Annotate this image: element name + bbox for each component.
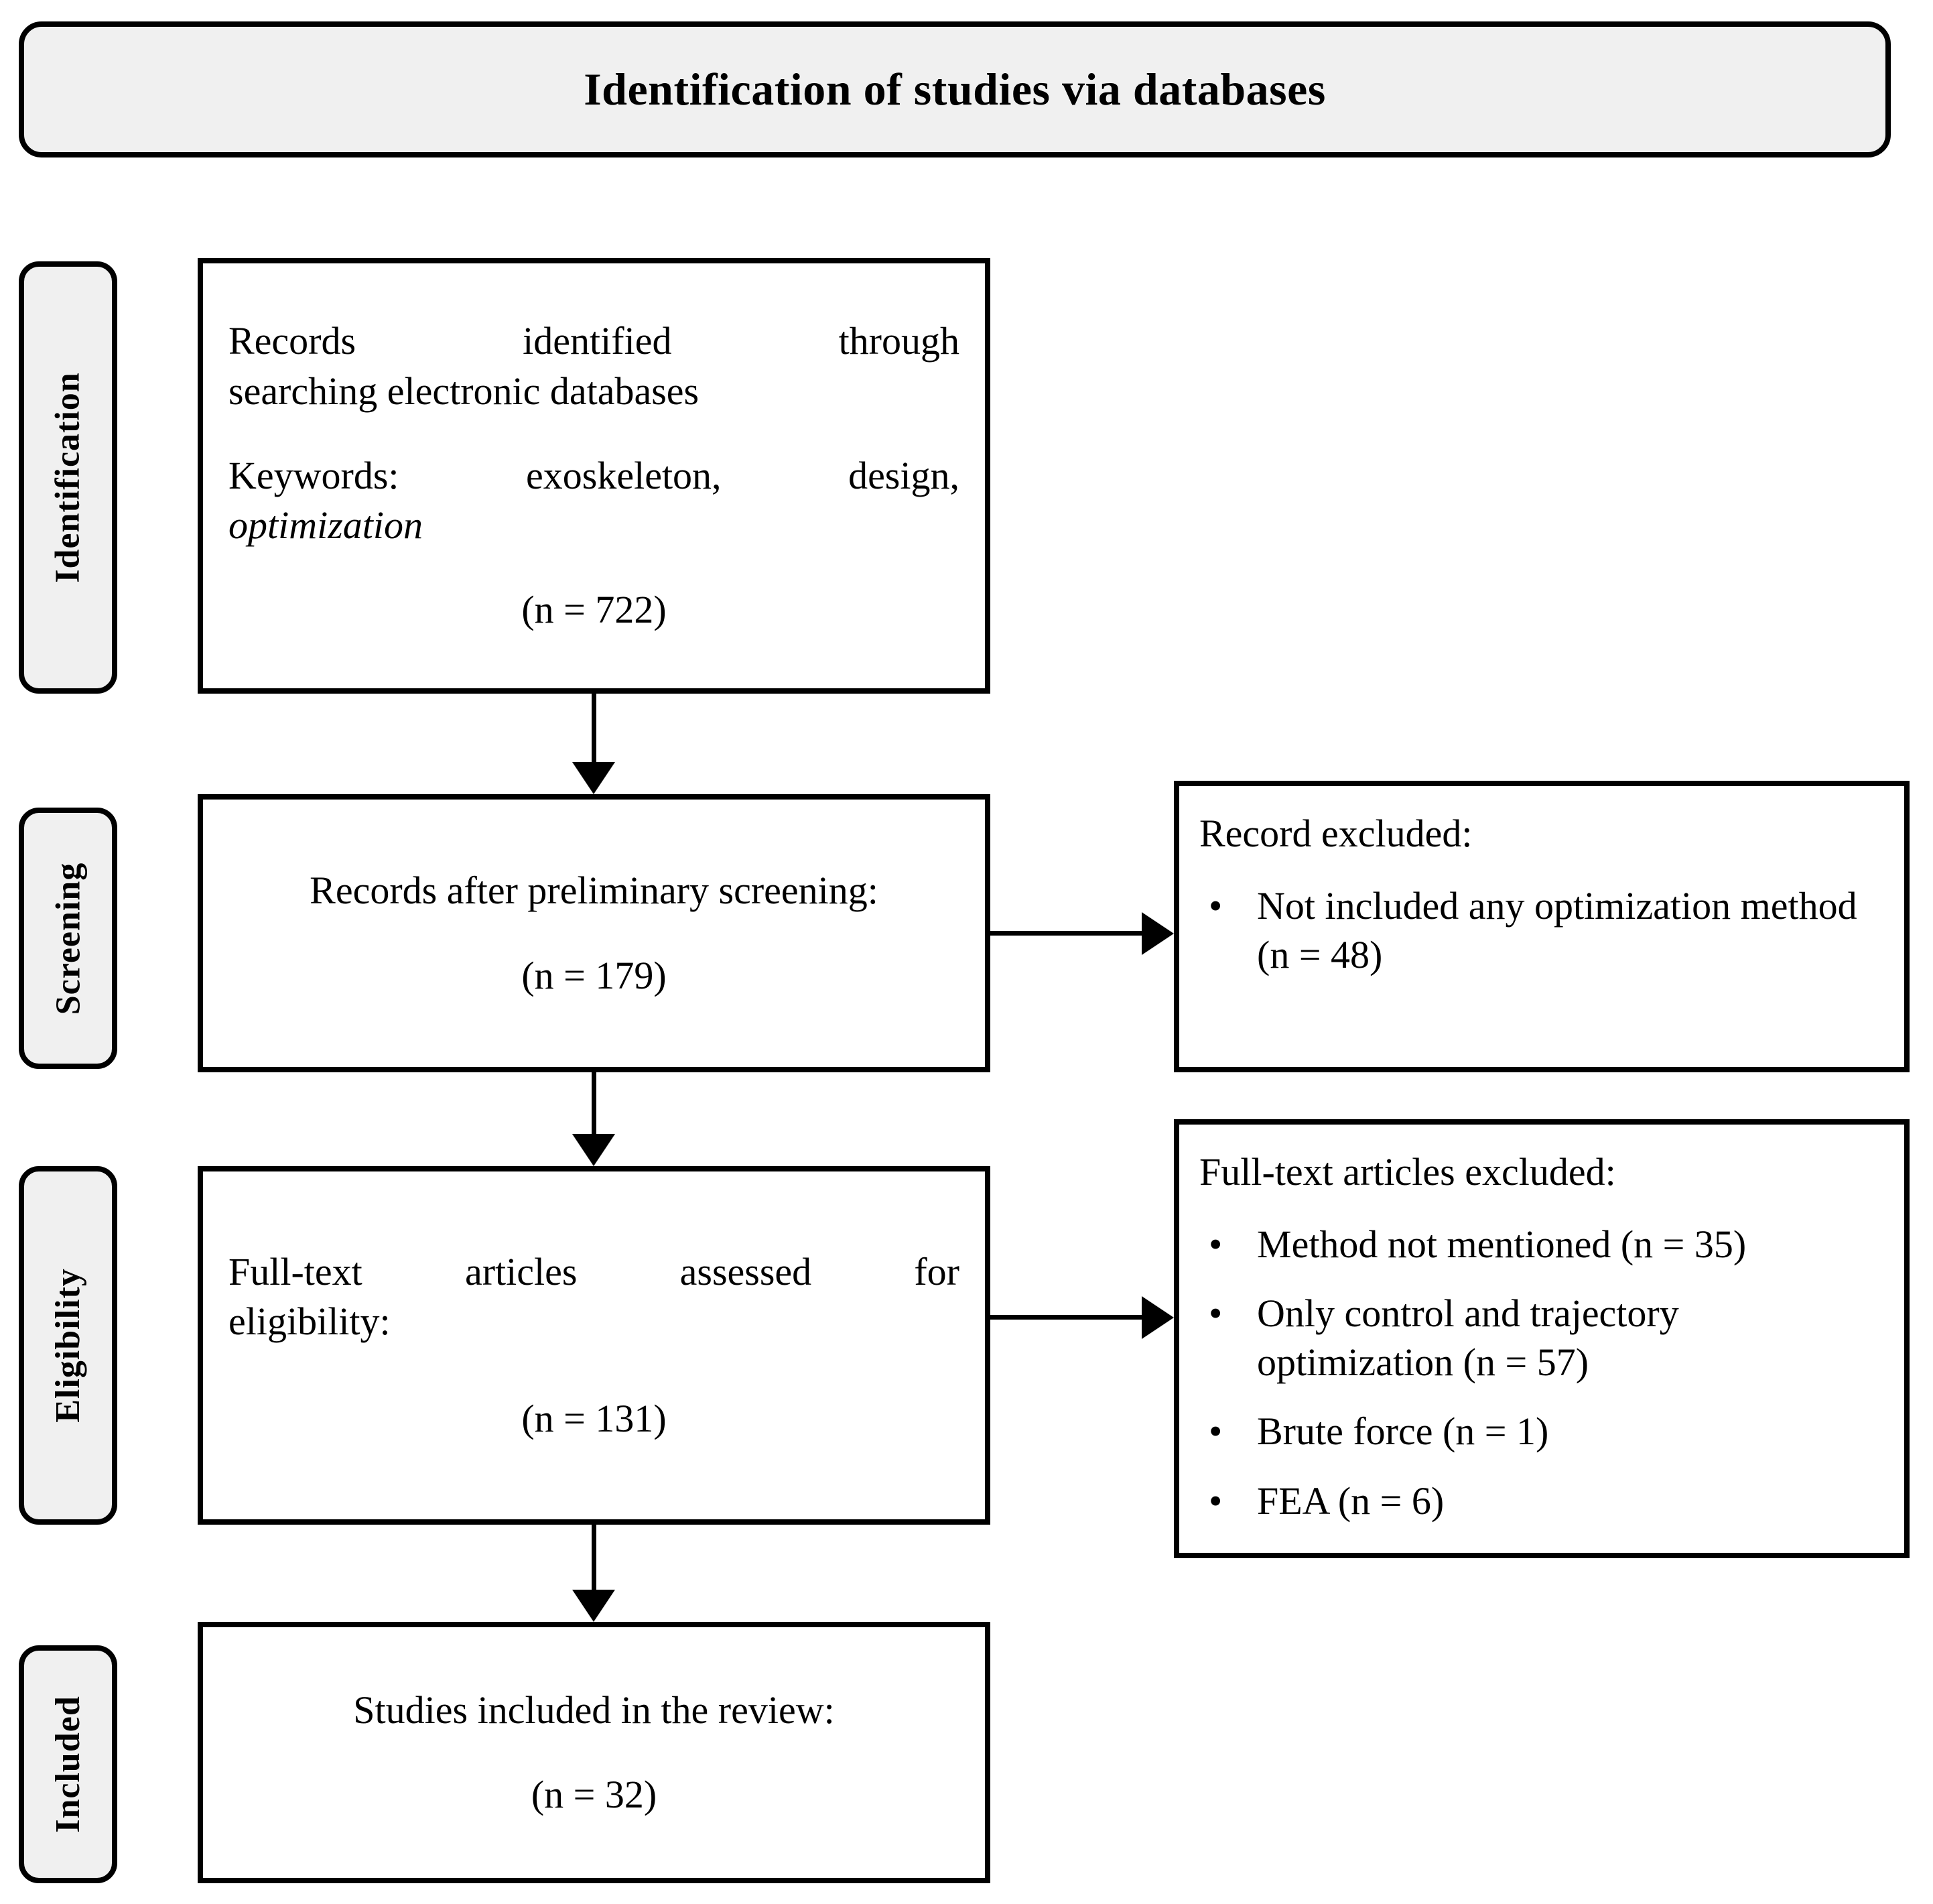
box-records-identified: Records identified through searching ele… (198, 258, 990, 694)
stage-label-included: Included (49, 1696, 87, 1833)
box-fulltext-assessed: Full-text articles assessed for eligibil… (198, 1166, 990, 1525)
list-item: • Only control and trajectory optimizati… (1199, 1289, 1881, 1387)
list-item: • FEA (n = 6) (1199, 1476, 1881, 1525)
box-studies-included: Studies included in the review: (n = 32) (198, 1622, 990, 1883)
bullet-icon: • (1209, 1478, 1223, 1523)
arrowhead-eligibility-to-excluded (1142, 1296, 1174, 1339)
diagram-header-banner: Identification of studies via databases (19, 21, 1891, 157)
connector-eligibility-to-excluded (990, 1315, 1142, 1320)
spacer (228, 550, 959, 585)
list-item: • Brute force (n = 1) (1199, 1407, 1881, 1456)
records-identified-keywords-row: Keywords: exoskeleton, design, (228, 451, 959, 501)
record-excluded-list: • Not included any optimization method (… (1199, 881, 1881, 979)
diagram-title: Identification of studies via databases (584, 64, 1326, 115)
arrowhead-screening-to-excluded (1142, 912, 1174, 955)
arrowhead-eligibility-to-included (572, 1590, 615, 1622)
list-item-text: Only control and trajectory optimization… (1257, 1291, 1679, 1385)
spacer (228, 1735, 959, 1770)
spacer (228, 916, 959, 951)
list-item: • Method not mentioned (n = 35) (1199, 1220, 1881, 1269)
stage-label-eligibility: Eligibility (49, 1268, 88, 1423)
spacer (1199, 1197, 1881, 1220)
records-after-screening-count: (n = 179) (521, 953, 667, 997)
stage-pill-screening: Screening (19, 808, 117, 1069)
records-identified-count: (n = 722) (521, 588, 667, 632)
stage-pill-eligibility: Eligibility (19, 1166, 117, 1525)
bullet-icon: • (1209, 1409, 1223, 1454)
records-after-screening-line1: Records after preliminary screening: (310, 869, 878, 913)
fulltext-assessed-line2: eligibility: (228, 1299, 391, 1344)
list-item-text: Method not mentioned (n = 35) (1257, 1222, 1747, 1267)
fulltext-excluded-list: • Method not mentioned (n = 35) • Only c… (1199, 1220, 1881, 1525)
record-excluded-heading: Record excluded: (1199, 812, 1473, 855)
connector-identification-to-screening (592, 694, 596, 762)
box-record-excluded: Record excluded: • Not included any opti… (1174, 781, 1910, 1072)
studies-included-count: (n = 32) (531, 1773, 657, 1816)
bullet-icon: • (1209, 884, 1223, 928)
keywords-label: Keywords: (228, 453, 399, 497)
stage-pill-included: Included (19, 1645, 117, 1883)
bullet-icon: • (1209, 1291, 1223, 1336)
keywords-value-line1: exoskeleton, design, (526, 453, 959, 497)
list-item: • Not included any optimization method (… (1199, 881, 1881, 979)
fulltext-assessed-line1: Full-text articles assessed for (228, 1250, 959, 1294)
bullet-icon: • (1209, 1222, 1223, 1267)
box-records-after-screening: Records after preliminary screening: (n … (198, 794, 990, 1072)
arrowhead-screening-to-eligibility (572, 1134, 615, 1166)
stage-label-screening: Screening (49, 862, 87, 1015)
spacer (228, 1347, 959, 1394)
fulltext-assessed-count: (n = 131) (521, 1396, 667, 1440)
arrowhead-identification-to-screening (572, 762, 615, 794)
list-item-text: FEA (n = 6) (1257, 1478, 1445, 1523)
connector-eligibility-to-included (592, 1525, 596, 1590)
stage-label-identification: Identification (49, 372, 88, 583)
studies-included-line1: Studies included in the review: (353, 1688, 835, 1732)
keywords-value-line2: optimization (228, 503, 423, 548)
box-fulltext-excluded: Full-text articles excluded: • Method no… (1174, 1119, 1910, 1558)
stage-pill-identification: Identification (19, 261, 117, 694)
fulltext-excluded-heading: Full-text articles excluded: (1199, 1150, 1616, 1194)
list-item-text: Not included any optimization method (n … (1257, 884, 1857, 977)
list-item-text: Brute force (n = 1) (1257, 1409, 1549, 1454)
records-identified-line1: Records identified through (228, 319, 959, 363)
connector-screening-to-excluded (990, 931, 1142, 936)
connector-screening-to-eligibility (592, 1072, 596, 1134)
records-identified-line2: searching electronic databases (228, 369, 699, 413)
spacer (1199, 859, 1881, 881)
spacer (228, 416, 959, 451)
